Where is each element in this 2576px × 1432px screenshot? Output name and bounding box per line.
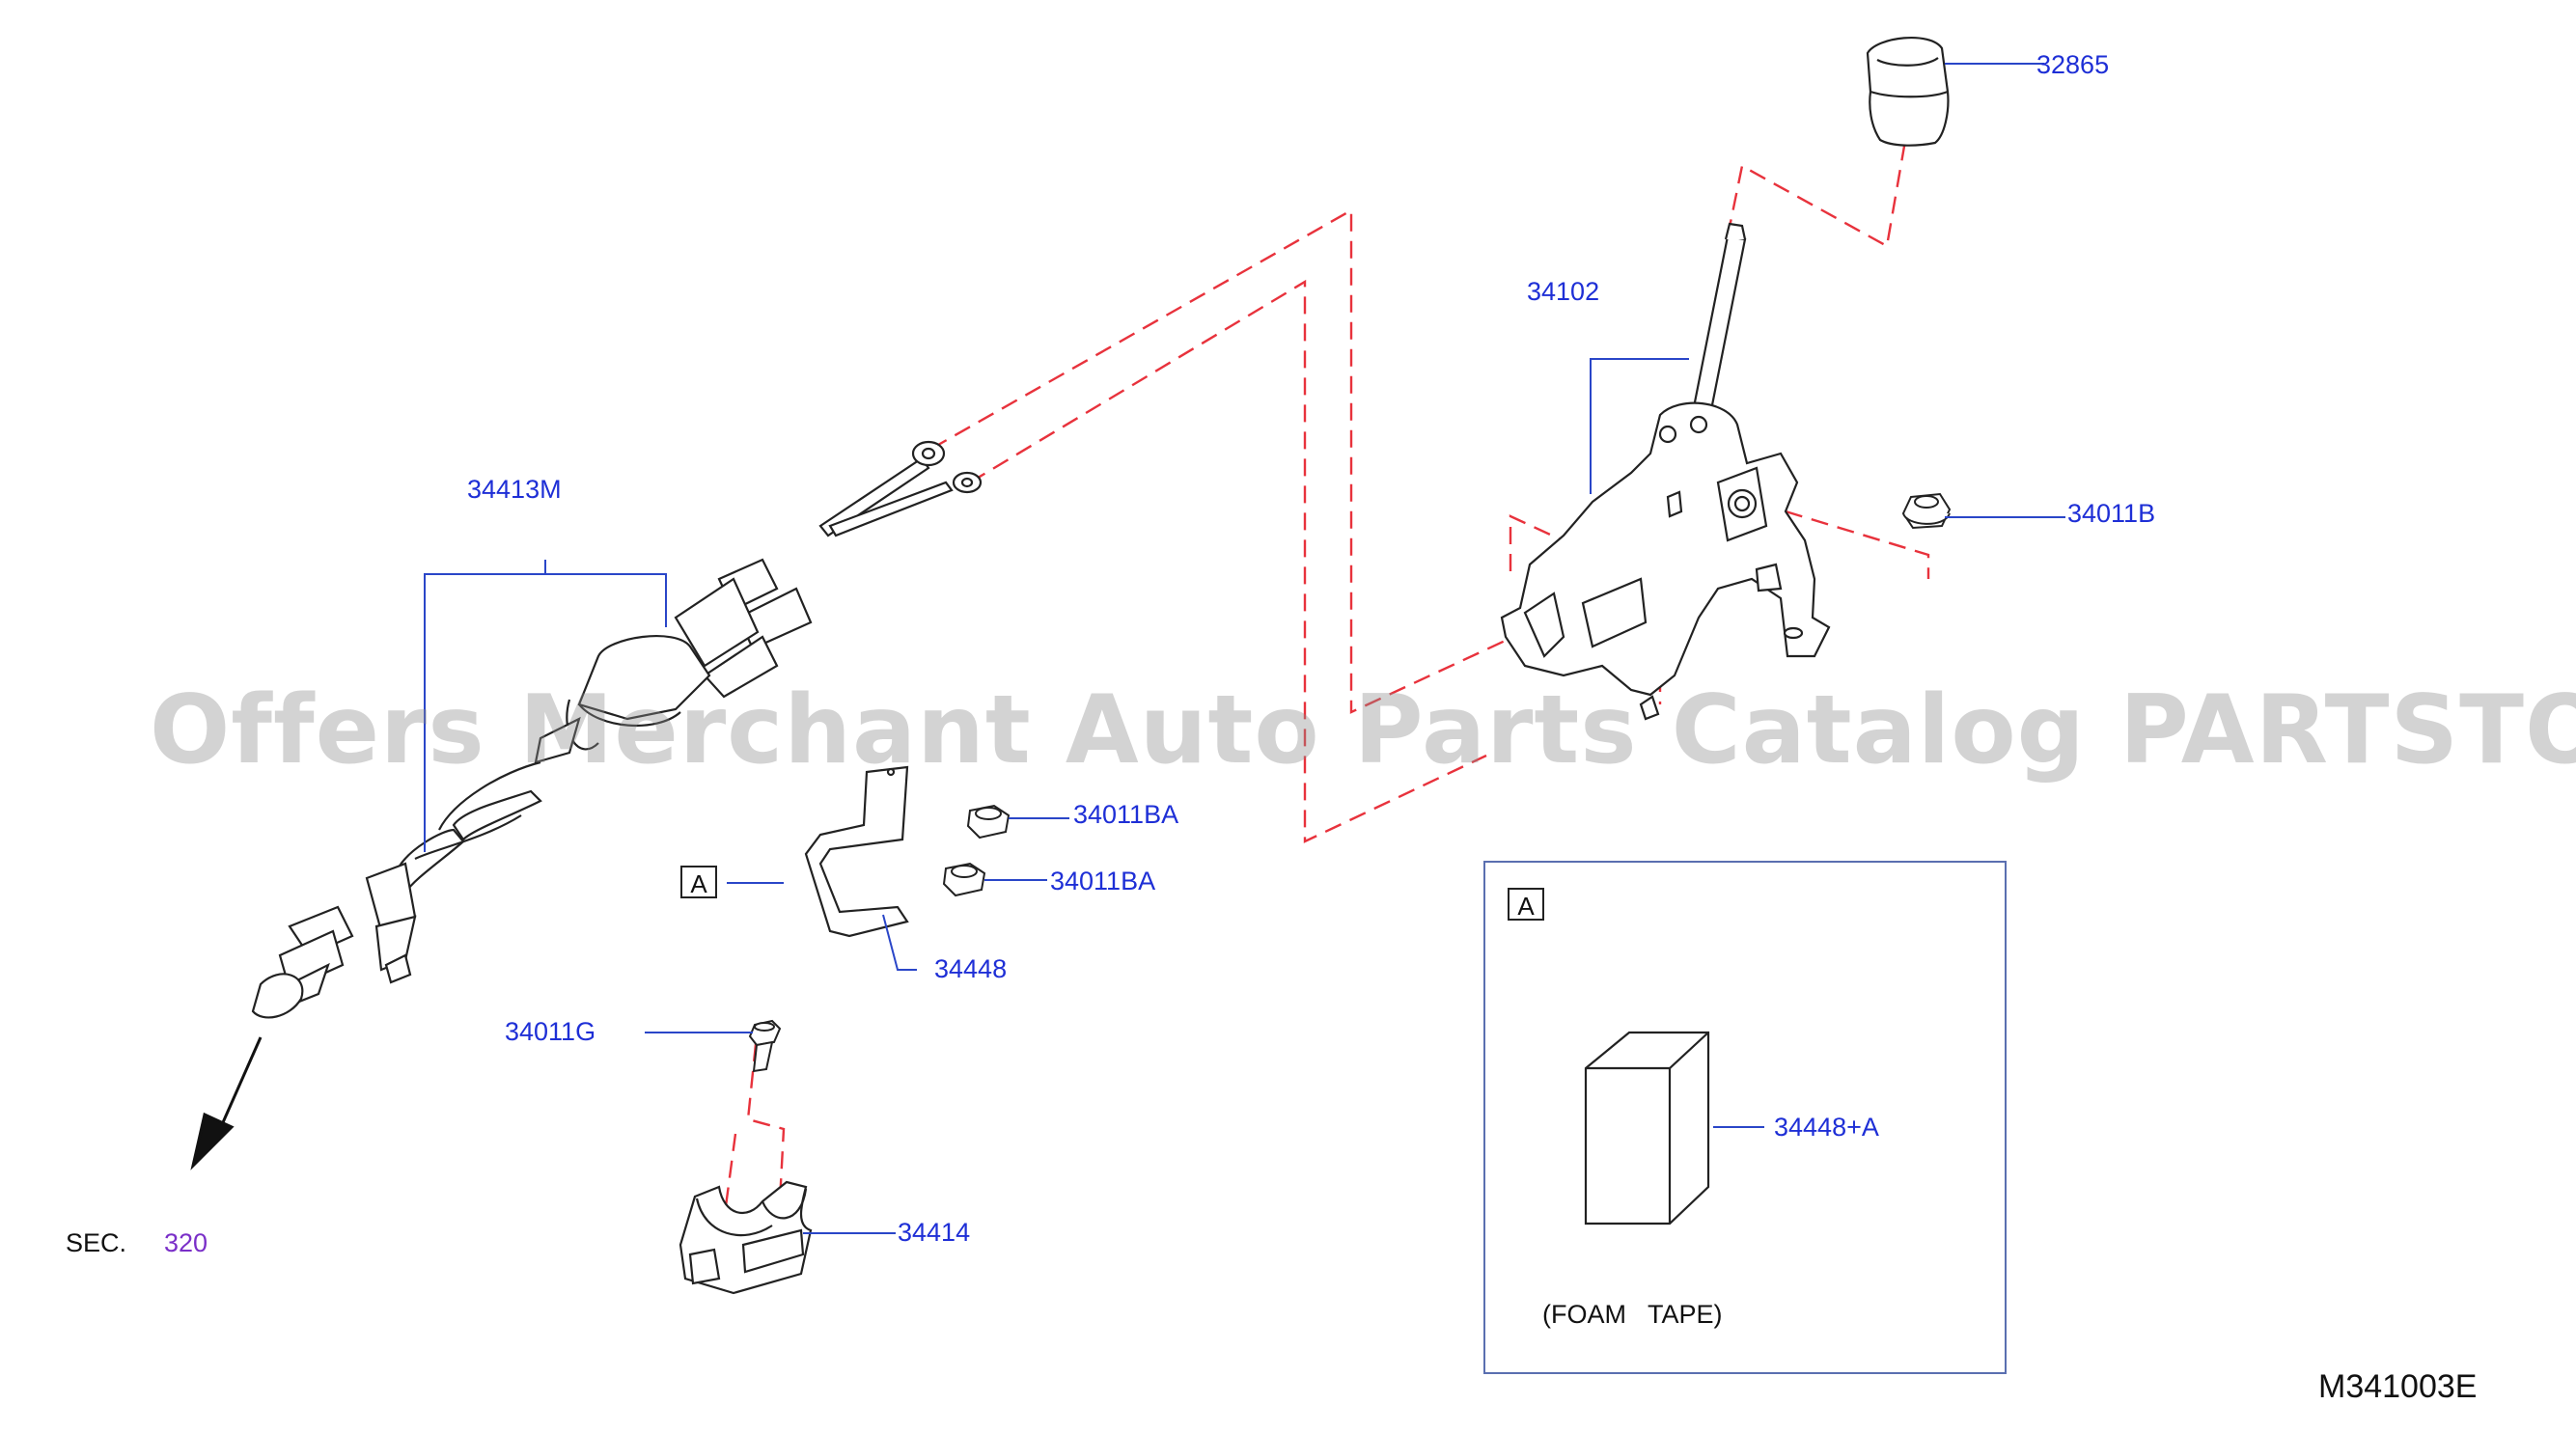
ref-marker-a: A [680, 866, 717, 898]
cable-assembly-drawing[interactable] [251, 440, 983, 1019]
section-ref-number[interactable]: 320 [164, 1228, 208, 1257]
leader-lines [424, 63, 2065, 1234]
detail-box-marker-a: A [1508, 888, 1544, 921]
nut-34011b-drawing[interactable] [1901, 492, 1952, 530]
shifter-assembly-drawing[interactable] [1500, 222, 1831, 721]
callout-34414[interactable]: 34414 [898, 1218, 971, 1247]
nut-34011ba-drawings[interactable] [942, 804, 1011, 897]
callout-32865[interactable]: 32865 [2036, 50, 2110, 79]
clamp-34414-drawing[interactable] [679, 1180, 813, 1295]
bolt-34011g-drawing[interactable] [748, 1019, 782, 1073]
section-ref-prefix: SEC. [66, 1228, 127, 1257]
section-arrow [190, 1036, 263, 1170]
callout-34011ba-lower[interactable]: 34011BA [1050, 867, 1156, 895]
callout-34011ba-upper[interactable]: 34011BA [1073, 800, 1179, 829]
bracket-34448-drawing[interactable] [804, 765, 909, 938]
callout-34011g[interactable]: 34011G [505, 1017, 596, 1046]
watermark-text: Offers Merchant Auto Parts Catalog PARTS… [150, 675, 2576, 785]
callout-34448-a[interactable]: 34448+A [1774, 1113, 1879, 1142]
foam-tape-drawing[interactable] [1584, 1031, 1710, 1225]
drawing-code: M341003E [2318, 1368, 2478, 1405]
callout-34102[interactable]: 34102 [1527, 277, 1600, 306]
detail-box-caption: (FOAM TAPE) [1542, 1300, 1723, 1329]
shift-knob-drawing[interactable] [1866, 36, 1950, 147]
callout-34413m[interactable]: 34413M [467, 475, 562, 504]
callout-34448[interactable]: 34448 [934, 954, 1008, 983]
detail-box-frame [1483, 861, 2007, 1374]
dashed-assembly-links [724, 134, 1930, 1207]
callout-34011b[interactable]: 34011B [2067, 499, 2156, 528]
